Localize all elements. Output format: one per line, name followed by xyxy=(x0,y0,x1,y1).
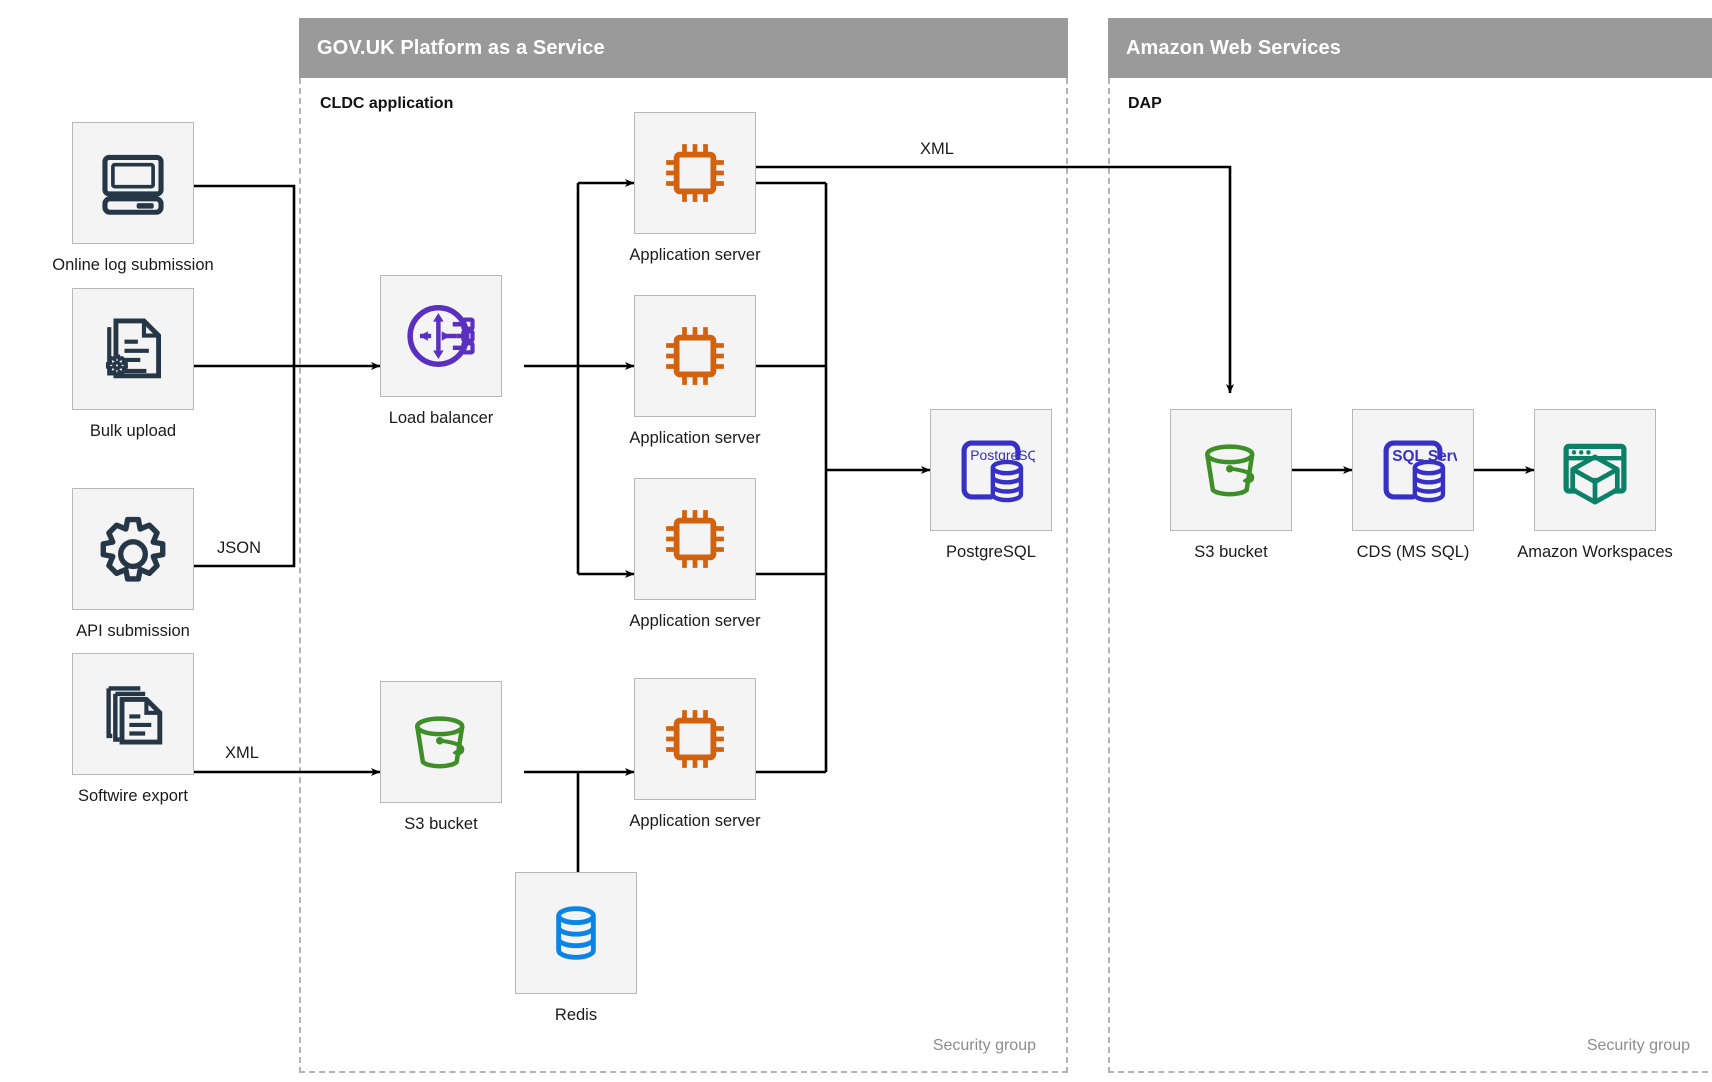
sql-server-icon: SQL Server xyxy=(1383,440,1457,503)
node-softwire-export-label: Softwire export xyxy=(77,787,189,805)
sql-server-icon-text: SQL Server xyxy=(1392,448,1457,465)
region-paas-title: CLDC application xyxy=(320,95,454,112)
node-amazon-workspaces-label: Amazon Workspaces xyxy=(1517,543,1673,561)
postgresql-icon-text: PostgreSQL xyxy=(970,447,1035,463)
cpu-chip-icon xyxy=(666,510,724,568)
node-app-server-2-label: Application server xyxy=(629,429,761,447)
bucket-icon xyxy=(415,716,465,769)
node-api-submission-label: API submission xyxy=(76,622,190,640)
group-header-paas-label: GOV.UK Platform as a Service xyxy=(317,36,605,59)
gear-icon xyxy=(100,516,166,582)
security-group-label-aws: Security group xyxy=(1586,1037,1690,1054)
database-cylinder-icon xyxy=(556,906,596,960)
document-gear-icon xyxy=(105,318,162,379)
node-s3-bucket-aws-label: S3 bucket xyxy=(1194,543,1268,561)
node-load-balancer-label: Load balancer xyxy=(388,409,494,427)
node-postgresql-label: PostgreSQL xyxy=(946,543,1036,561)
node-online-log-submission-label: Online log submission xyxy=(52,256,214,274)
node-redis-label: Redis xyxy=(554,1006,598,1024)
edge-label-json: JSON xyxy=(217,539,262,557)
security-group-label-paas: Security group xyxy=(932,1037,1036,1054)
node-bulk-upload-label: Bulk upload xyxy=(89,422,177,440)
node-app-server-3-label: Application server xyxy=(629,612,761,630)
desktop-computer-icon xyxy=(102,154,164,215)
node-app-server-1-label: Application server xyxy=(629,246,761,264)
edge-label-xml-softwire: XML xyxy=(225,744,259,762)
region-paas xyxy=(299,78,1068,1073)
node-cds-ms-sql-label: CDS (MS SQL) xyxy=(1356,543,1470,561)
node-app-server-4-label: Application server xyxy=(629,812,761,830)
postgresql-icon: PostgreSQL xyxy=(961,440,1035,503)
region-aws xyxy=(1108,78,1712,1073)
cpu-chip-icon xyxy=(666,327,724,385)
region-aws-title: DAP xyxy=(1128,95,1162,112)
group-header-aws-label: Amazon Web Services xyxy=(1126,36,1341,59)
documents-stack-icon xyxy=(106,686,163,745)
load-balancer-icon xyxy=(407,305,475,367)
bucket-icon xyxy=(1205,444,1255,497)
group-header-aws: Amazon Web Services xyxy=(1108,18,1712,78)
edge-label-xml-dap: XML xyxy=(920,140,954,158)
group-header-paas: GOV.UK Platform as a Service xyxy=(299,18,1068,78)
cpu-chip-icon xyxy=(666,144,724,202)
cpu-chip-icon xyxy=(666,710,724,768)
node-s3-bucket-paas-label: S3 bucket xyxy=(404,815,478,833)
workspaces-cube-icon xyxy=(1563,443,1627,505)
